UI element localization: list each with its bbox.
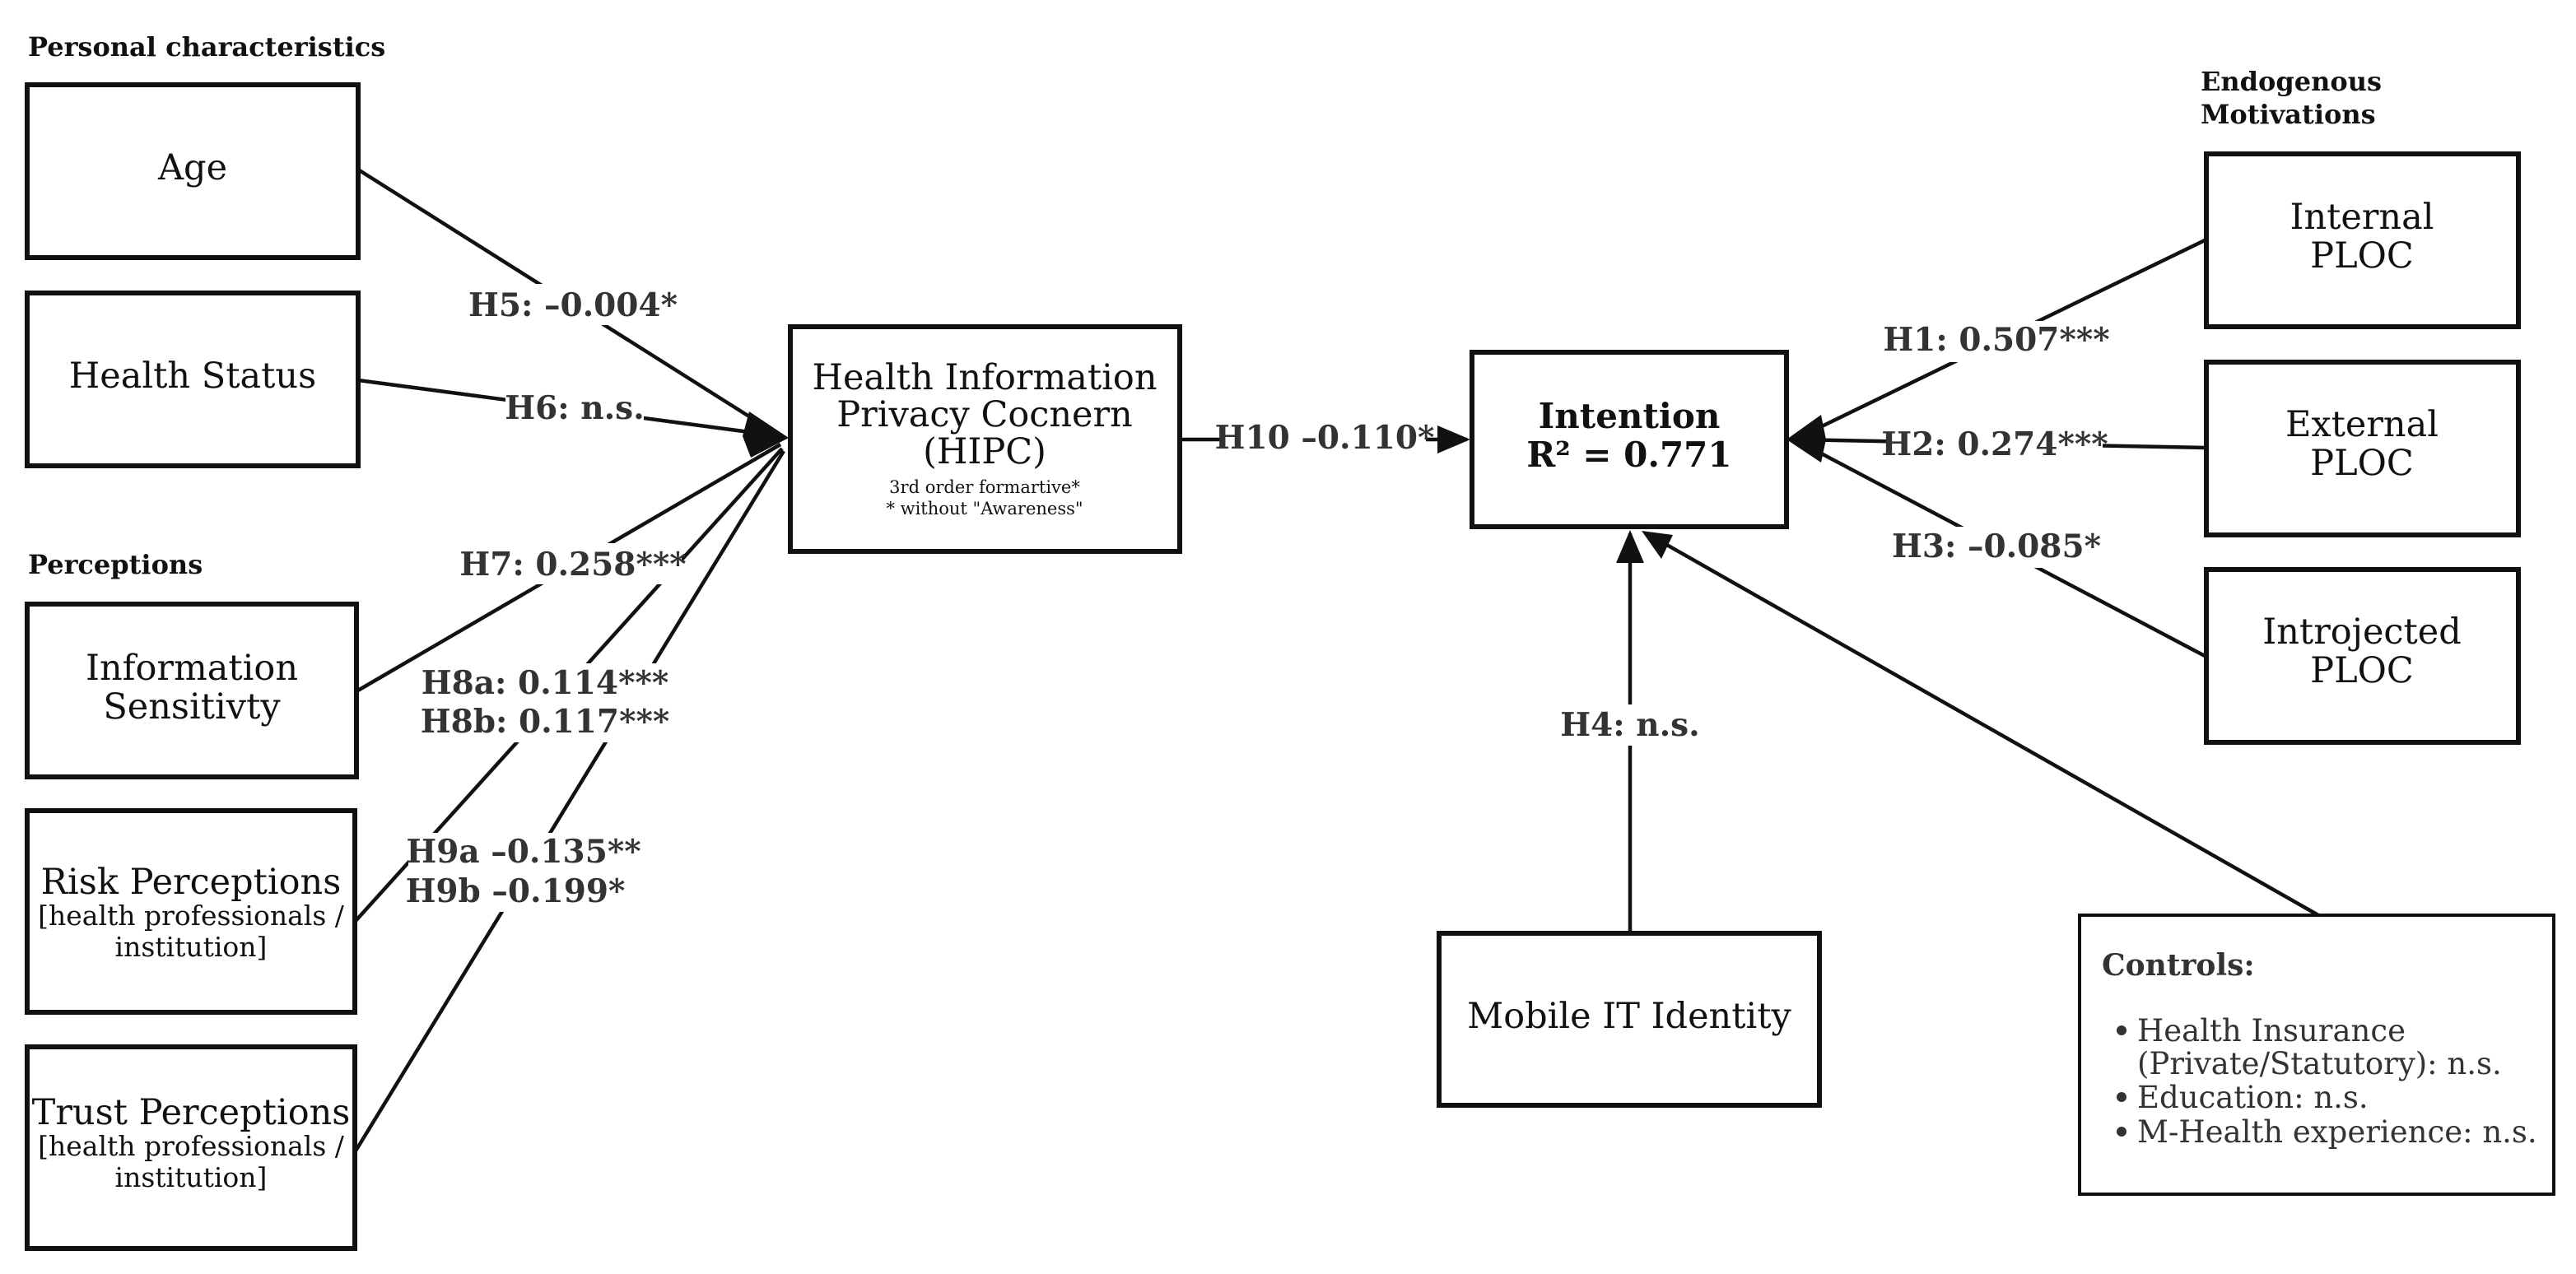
edge-label-h2: H2: 0.274*** (1881, 425, 2108, 463)
box-external-ploc: External PLOC (2204, 360, 2521, 537)
box-trust-perceptions-sub2: institution] (115, 1161, 268, 1193)
box-risk-perceptions-label: Risk Perceptions (41, 862, 342, 903)
box-health-status-label: Health Status (69, 356, 316, 397)
arrowheads (743, 411, 1826, 563)
edge-label-h9b: H9b –0.199* (406, 872, 626, 910)
edge-label-h8b: H8b: 0.117*** (421, 703, 670, 741)
box-risk-perceptions: Risk Perceptions [health professionals /… (25, 808, 357, 1015)
arrowhead-mobile-to-intention (1616, 530, 1644, 563)
box-intention: Intention R² = 0.771 (1470, 350, 1789, 529)
arrowhead-hipc-to-intention (1437, 425, 1470, 453)
box-mobile-it-identity-label: Mobile IT Identity (1467, 996, 1791, 1037)
box-internal-ploc-line2: PLOC (2310, 235, 2414, 277)
controls-bullet-3 (2117, 1127, 2126, 1137)
box-information-sensitivity: Information Sensitivty (25, 602, 359, 779)
controls-item-2: Education: n.s. (2137, 1080, 2369, 1115)
box-external-ploc-line2: PLOC (2310, 443, 2414, 484)
box-hipc: Health Information Privacy Cocnern (HIPC… (788, 324, 1182, 554)
box-external-ploc-line1: External (2285, 404, 2439, 445)
box-information-sensitivity-line1: Information (86, 648, 298, 689)
box-introjected-ploc: Introjected PLOC (2204, 567, 2521, 745)
edge-label-h5: H5: –0.004* (468, 286, 678, 324)
box-age: Age (25, 82, 361, 260)
box-age-label: Age (157, 147, 227, 188)
edge-trust-hipc (353, 449, 785, 1154)
box-controls: Controls: Health Insurance (Private/Stat… (2078, 914, 2555, 1196)
controls-item-3: M-Health experience: n.s. (2137, 1114, 2537, 1150)
controls-item-1-line1: Health Insurance (2137, 1013, 2406, 1048)
box-introjected-ploc-line1: Introjected (2262, 611, 2462, 653)
edge-label-h9a: H9a –0.135** (406, 833, 641, 871)
box-trust-perceptions-label: Trust Perceptions (32, 1092, 351, 1133)
box-risk-perceptions-sub1: [health professionals / (38, 900, 345, 932)
section-endogenous-line2: Motivations (2201, 99, 2376, 130)
edge-label-h7: H7: 0.258*** (459, 546, 686, 584)
box-internal-ploc-line1: Internal (2290, 197, 2434, 238)
box-risk-perceptions-sub2: institution] (115, 931, 268, 963)
box-introjected-ploc-line2: PLOC (2310, 650, 2414, 691)
box-intention-r-squared: R² = 0.771 (1526, 435, 1731, 475)
section-perceptions: Perceptions (28, 549, 203, 580)
box-hipc-note1: 3rd order formartive* (889, 477, 1080, 497)
box-hipc-line3: (HIPC) (923, 431, 1046, 472)
controls-item-1-line2: (Private/Statutory): n.s. (2137, 1046, 2502, 1081)
arrowhead-into-hipc (743, 411, 789, 458)
box-internal-ploc: Internal PLOC (2204, 151, 2521, 329)
box-mobile-it-identity: Mobile IT Identity (1437, 931, 1822, 1108)
box-trust-perceptions-sub1: [health professionals / (38, 1130, 345, 1162)
edge-label-h4: H4: n.s. (1560, 706, 1699, 744)
section-endogenous-line1: Endogenous (2201, 66, 2382, 97)
section-personal-characteristics: Personal characteristics (28, 31, 385, 63)
controls-title: Controls: (2102, 948, 2255, 983)
edge-label-h8a: H8a: 0.114*** (422, 664, 669, 702)
edge-labels: H5: –0.004* H6: n.s. H7: 0.258*** H8a: 0… (406, 284, 2110, 912)
edge-label-h3: H3: –0.085* (1892, 528, 2101, 565)
controls-bullet-1 (2117, 1025, 2126, 1035)
box-information-sensitivity-line2: Sensitivty (103, 686, 281, 728)
box-hipc-line2: Privacy Cocnern (836, 394, 1132, 435)
edge-controls-intention (1645, 532, 2320, 917)
controls-bullet-2 (2117, 1092, 2126, 1102)
box-health-status: Health Status (25, 291, 361, 468)
box-trust-perceptions: Trust Perceptions [health professionals … (25, 1044, 357, 1251)
box-hipc-note2: * without "Awareness" (886, 499, 1083, 518)
arrowhead-controls-to-intention (1642, 531, 1673, 559)
arrowhead-into-intention-right (1786, 415, 1826, 463)
box-hipc-line1: Health Information (812, 357, 1157, 398)
edge-label-h1: H1: 0.507*** (1883, 321, 2109, 359)
box-intention-label: Intention (1539, 396, 1721, 436)
edge-label-h6: H6: n.s. (505, 389, 644, 427)
edge-label-h10: H10 –0.110* (1215, 419, 1435, 457)
